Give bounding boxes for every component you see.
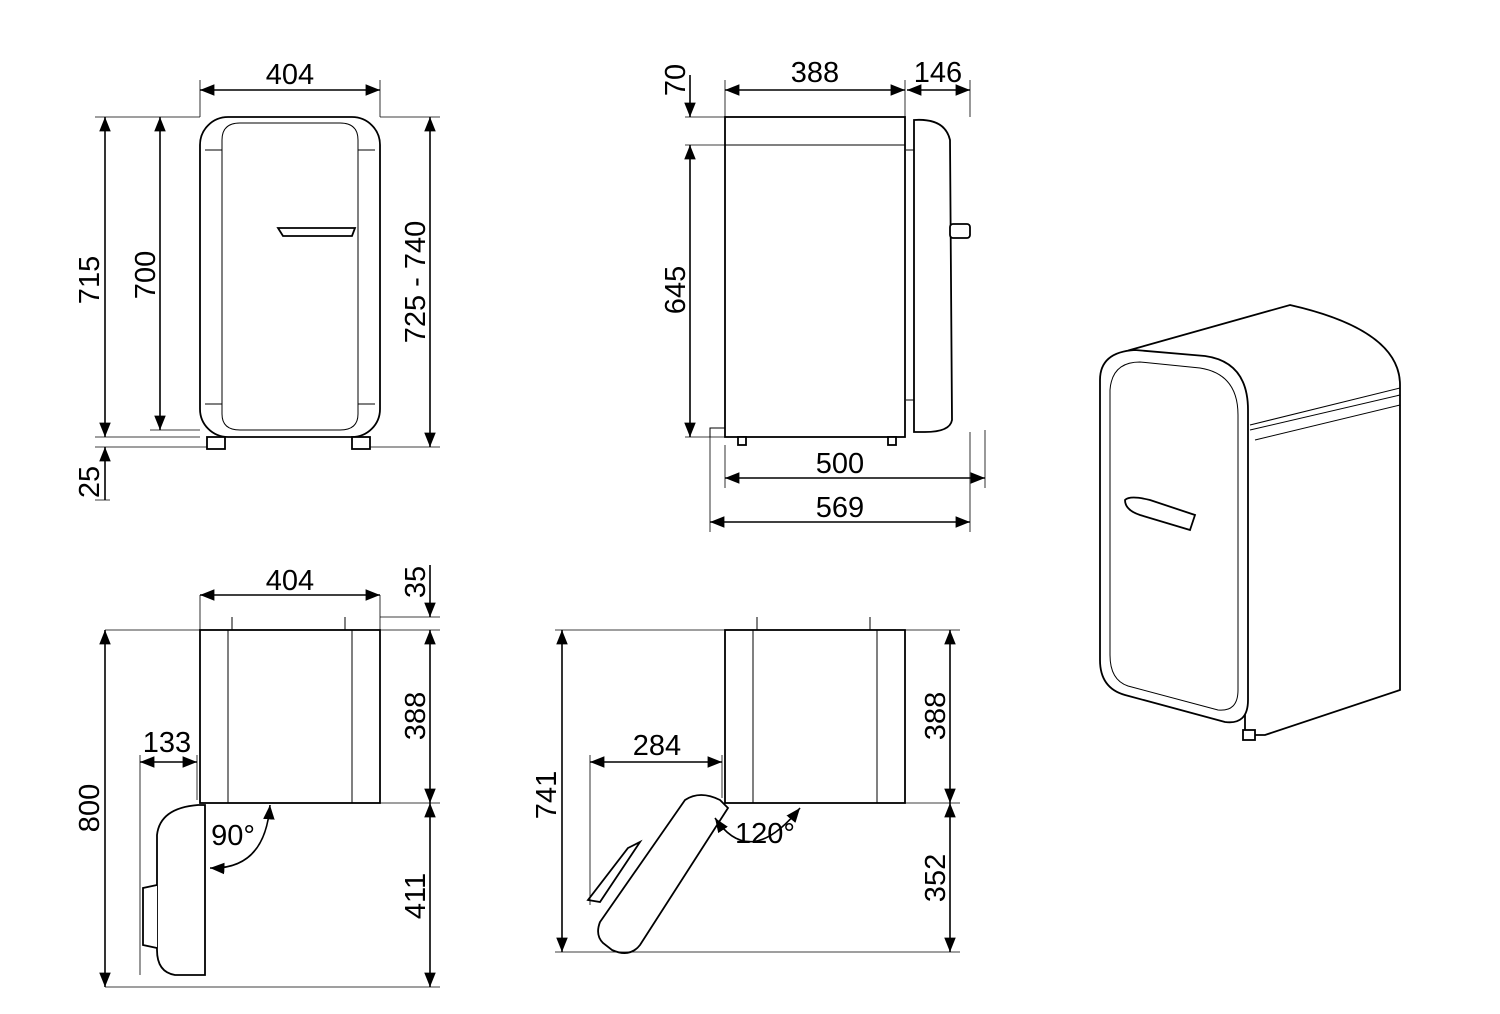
dim-width: 404 [266,59,314,91]
dim-height: 645 [660,266,692,314]
dim-rear-clearance: 35 [400,566,432,598]
angle: 90° [211,820,255,852]
dim-depth: 388 [920,692,952,740]
dim-door-offset: 133 [143,727,191,759]
dim-top: 70 [660,64,692,96]
dim-door-offset: 284 [633,730,681,762]
dim-depth-base: 500 [816,448,864,480]
dim-door-swing: 411 [400,873,432,919]
side-view: 70 388 146 645 500 569 [660,57,986,532]
dim-depth-body: 388 [791,57,839,89]
handle [276,227,357,237]
dim-depth: 388 [400,692,432,740]
dim-height-total: 715 [74,256,106,304]
top-view-90: 404 35 133 90° 800 388 411 [74,565,440,988]
dim-feet: 25 [74,466,106,498]
front-view: 404 715 700 725 - 740 25 [74,59,440,501]
dim-height-adjustable: 725 - 740 [400,221,432,344]
dim-total-depth: 800 [74,784,106,832]
dim-total-depth: 741 [531,771,563,819]
dim-depth-total: 569 [816,492,864,524]
perspective-view [1099,304,1401,741]
handle [1124,496,1197,532]
angle: 120° [735,818,795,850]
dim-door-swing: 352 [920,854,952,902]
top-view-120: 284 741 388 352 120° [531,617,960,954]
dim-height-body: 700 [130,251,162,299]
dim-width: 404 [266,565,314,597]
handle [949,223,971,239]
dim-door-depth: 146 [914,57,962,89]
